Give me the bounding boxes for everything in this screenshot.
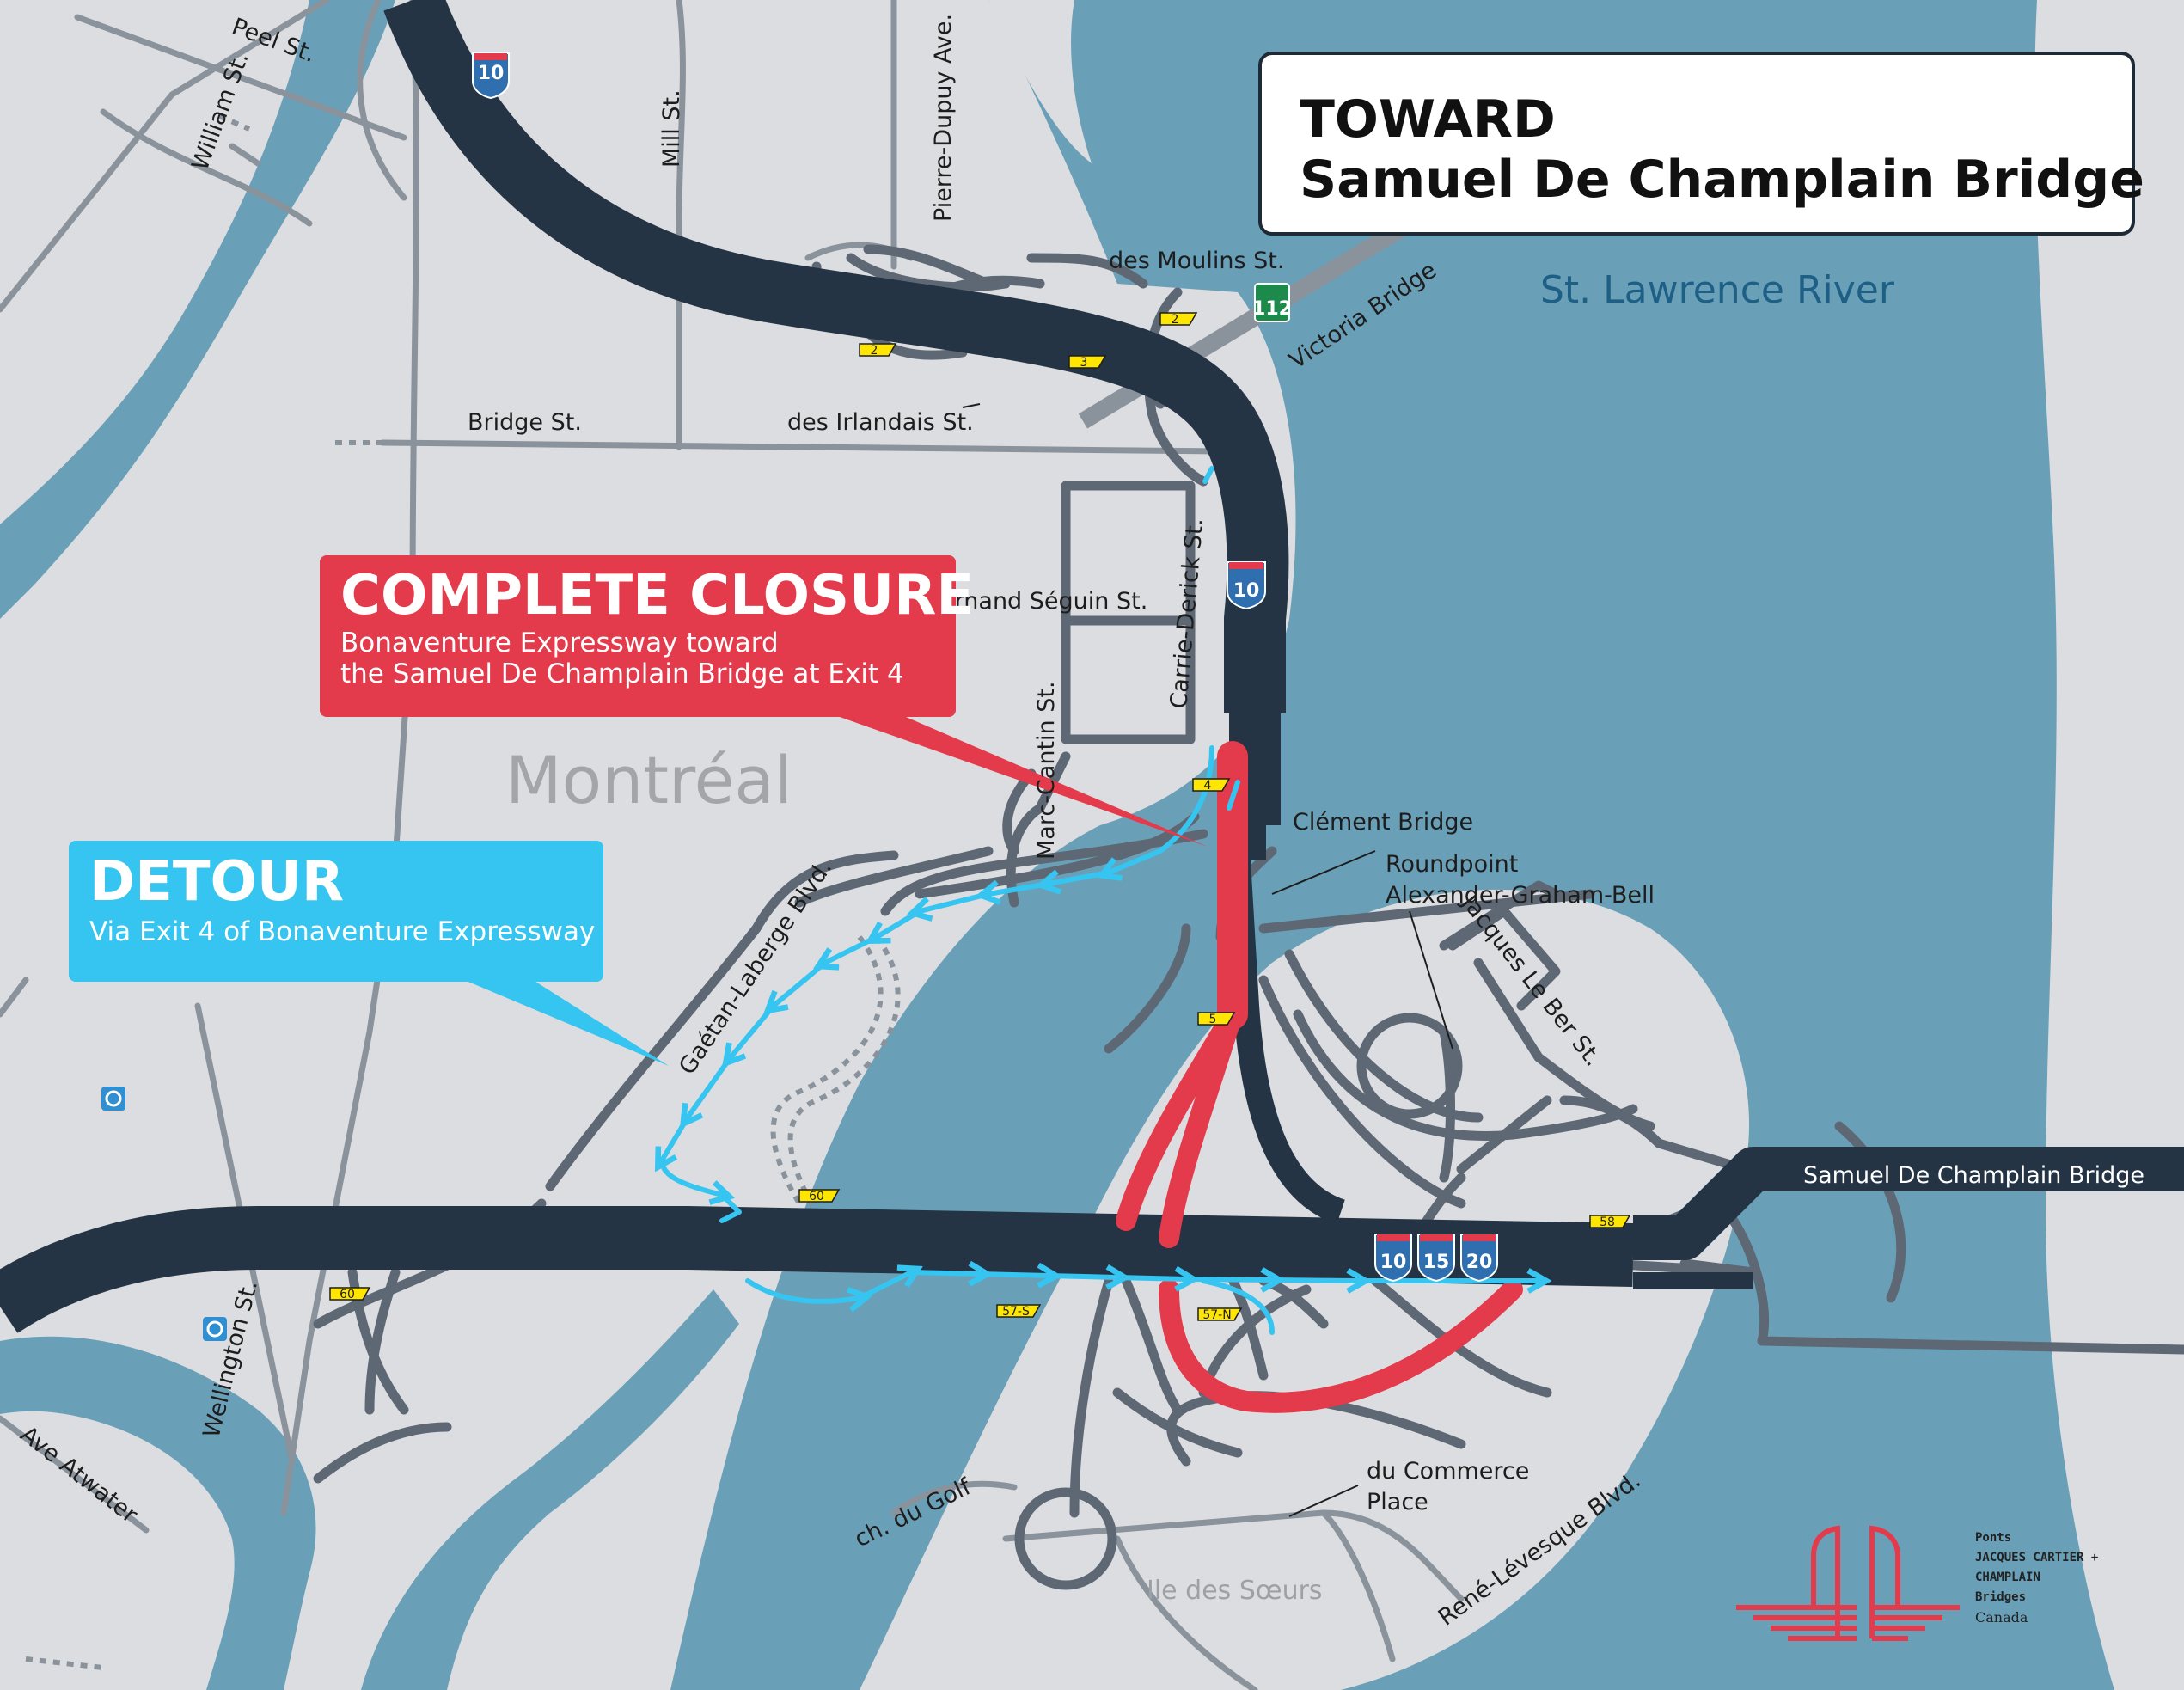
dotted-old-roads xyxy=(25,113,901,1670)
detour-callout: DETOUR Via Exit 4 of Bonaventure Express… xyxy=(69,841,603,982)
shield-a20: 20 xyxy=(1460,1234,1498,1283)
exit-tags: 2 2 3 4 5 60 60 57-S xyxy=(329,312,1631,1322)
svg-text:57-S: 57-S xyxy=(1002,1305,1030,1319)
label-mill: Mill St. xyxy=(658,89,685,168)
svg-text:60: 60 xyxy=(340,1288,355,1301)
svg-text:20: 20 xyxy=(1466,1252,1493,1273)
brand-line-2: JACQUES CARTIER + xyxy=(1975,1551,2099,1564)
detour-route xyxy=(662,466,1539,1335)
toward-line-2: Samuel De Champlain Bridge xyxy=(1300,150,2144,210)
closure-line-2: the Samuel De Champlain Bridge at Exit 4 xyxy=(340,658,904,689)
shield-a10-bottom: 10 xyxy=(1374,1234,1412,1283)
label-river: St. Lawrence River xyxy=(1540,268,1895,312)
label-du-commerce-1: du Commerce xyxy=(1367,1458,1529,1485)
svg-text:10: 10 xyxy=(1380,1252,1407,1273)
svg-text:3: 3 xyxy=(1080,356,1088,370)
svg-text:58: 58 xyxy=(1600,1215,1615,1229)
svg-text:2: 2 xyxy=(871,344,878,358)
leader-lines xyxy=(962,403,1453,1517)
metro-icon xyxy=(203,1317,227,1341)
svg-text:112: 112 xyxy=(1252,298,1292,320)
toward-line-1: TOWARD xyxy=(1300,89,1556,150)
label-des-irlandais: des Irlandais St. xyxy=(787,409,974,436)
label-des-moulins: des Moulins St. xyxy=(1109,248,1284,274)
label-city: Montréal xyxy=(505,742,792,818)
roundabout-commerce xyxy=(1014,1487,1117,1590)
svg-text:10: 10 xyxy=(1233,580,1260,602)
exit-tag-57s: 57-S xyxy=(996,1304,1042,1319)
brand-logo-icon xyxy=(1736,1525,1960,1641)
exit-tag-57n: 57-N xyxy=(1197,1307,1243,1322)
closure-pointer xyxy=(825,712,1208,847)
svg-text:4: 4 xyxy=(1204,779,1212,793)
exit-tag-4: 4 xyxy=(1192,778,1231,793)
closure-line-1: Bonaventure Expressway toward xyxy=(340,628,779,658)
label-clement-bridge: Clément Bridge xyxy=(1293,809,1473,836)
label-pierre-dupuy: Pierre-Dupuy Ave. xyxy=(930,14,957,222)
svg-text:60: 60 xyxy=(809,1190,824,1203)
svg-text:5: 5 xyxy=(1209,1013,1217,1026)
brand-logo: Ponts JACQUES CARTIER + CHAMPLAIN Bridge… xyxy=(1728,1522,2157,1642)
exit-tag-60b: 60 xyxy=(329,1287,371,1301)
detour-subtitle: Via Exit 4 of Bonaventure Expressway xyxy=(89,916,596,947)
exit-tag-58: 58 xyxy=(1589,1215,1631,1229)
metro-icon xyxy=(101,1087,125,1111)
canal-lower xyxy=(361,1289,739,1690)
svg-text:2: 2 xyxy=(1172,313,1179,327)
exit-tag-60a: 60 xyxy=(798,1189,841,1203)
land-wellington-tip xyxy=(988,0,1092,163)
label-island: Ile des Sœurs xyxy=(1147,1576,1323,1606)
label-roundpoint-1: Roundpoint xyxy=(1386,851,1518,878)
exit-tag-5: 5 xyxy=(1197,1012,1236,1026)
toward-banner: TOWARD Samuel De Champlain Bridge xyxy=(1258,52,2144,236)
detour-title: DETOUR xyxy=(89,850,345,914)
shield-a15: 15 xyxy=(1417,1234,1455,1283)
shield-a10-mid: 10 xyxy=(1227,561,1266,610)
route-shields: 10 10 112 10 15 20 xyxy=(472,52,1498,1283)
aqueduct-canal xyxy=(0,0,395,619)
svg-text:10: 10 xyxy=(478,63,505,84)
shield-r112: 112 xyxy=(1252,283,1292,322)
svg-text:15: 15 xyxy=(1423,1252,1450,1273)
detour-pointer xyxy=(464,980,669,1066)
exit-tag-2a: 2 xyxy=(859,343,897,358)
brand-text: Ponts JACQUES CARTIER + CHAMPLAIN Bridge… xyxy=(1975,1528,2098,1629)
shield-a10-top: 10 xyxy=(472,52,510,100)
land-nuns-island-east xyxy=(2034,0,2184,1690)
brand-line-1: Ponts xyxy=(1975,1531,2012,1545)
label-fernand-seguin: Fernand Séguin St. xyxy=(928,588,1147,615)
brand-line-3: CHAMPLAIN xyxy=(1975,1571,2040,1584)
roundabout-graham-bell xyxy=(1356,1013,1463,1119)
label-bridge-st: Bridge St. xyxy=(468,409,582,436)
closure-title: COMPLETE CLOSURE xyxy=(340,564,975,628)
closure-callout: COMPLETE CLOSURE Bonaventure Expressway … xyxy=(320,555,975,717)
closure-route xyxy=(1116,741,1523,1413)
label-samuel-bridge: Samuel De Champlain Bridge xyxy=(1803,1162,2144,1189)
svg-text:57-N: 57-N xyxy=(1202,1308,1231,1322)
label-roundpoint-2: Alexander-Graham-Bell xyxy=(1386,882,1655,909)
highway-network xyxy=(0,0,2184,1334)
channel-lower-left xyxy=(0,1336,316,1690)
brand-line-4: Bridges xyxy=(1975,1590,2027,1604)
brand-line-5: Canada xyxy=(1975,1609,2028,1626)
label-marc-cantin: Marc-Cantin St. xyxy=(1033,681,1060,860)
exit-tag-2b: 2 xyxy=(1159,312,1198,327)
label-du-commerce-2: Place xyxy=(1367,1489,1428,1515)
exit-tag-3: 3 xyxy=(1068,355,1107,370)
